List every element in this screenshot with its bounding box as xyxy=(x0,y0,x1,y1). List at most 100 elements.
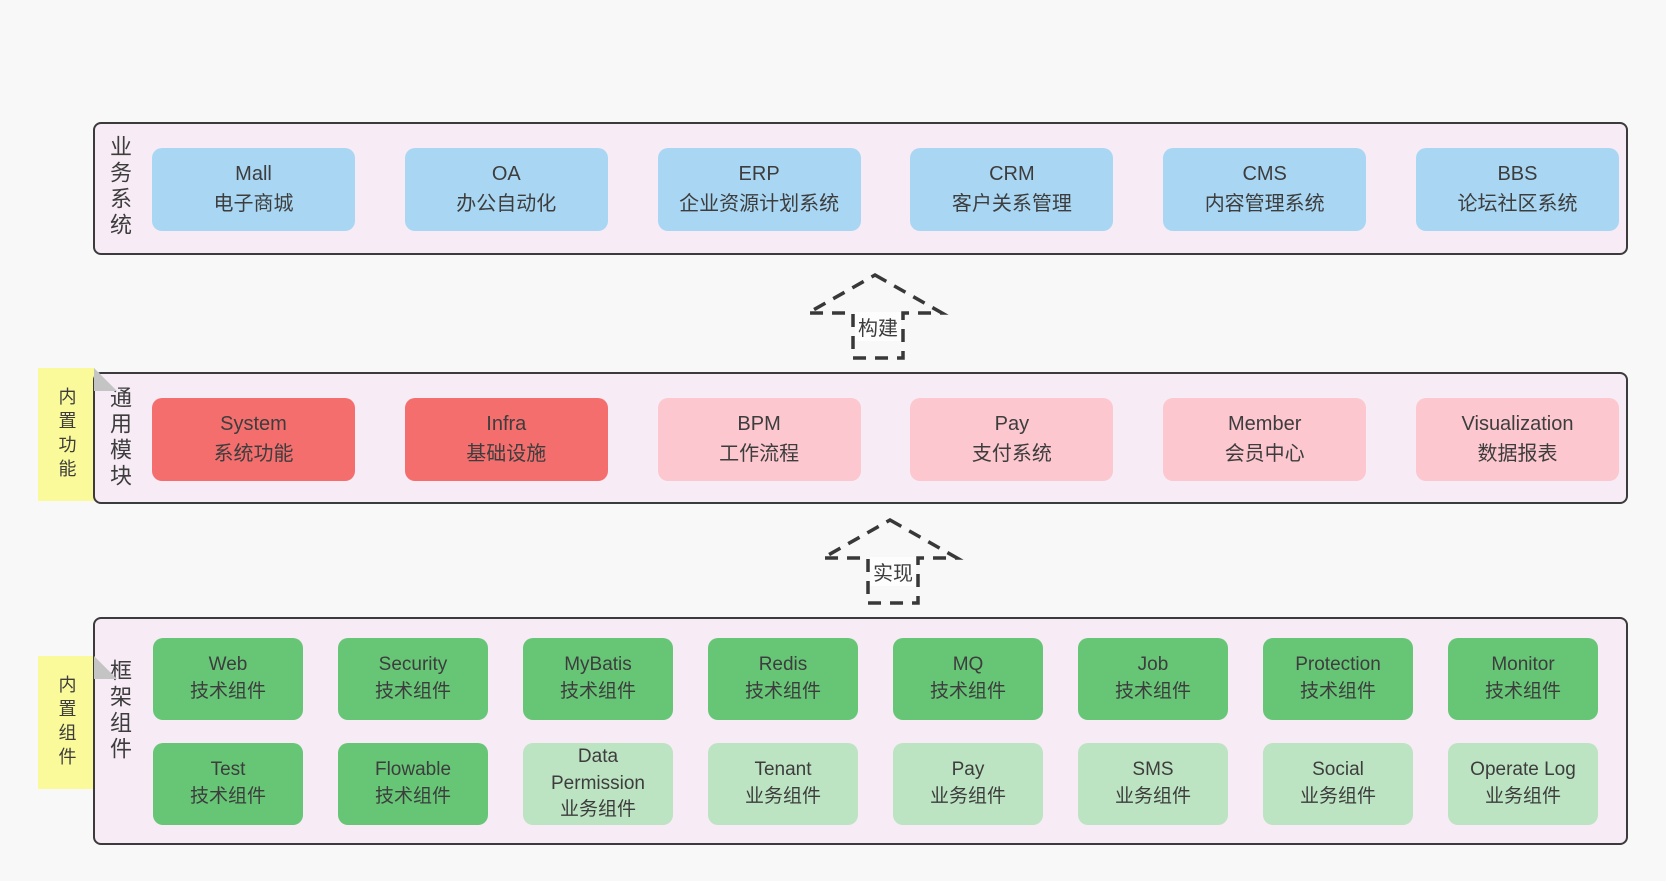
built-in-functions-sticky: 内置功能 xyxy=(38,368,95,501)
box-security: Security 技术组件 xyxy=(338,638,488,720)
box-redis-name: Redis xyxy=(758,654,808,676)
box-visualization-desc: 数据报表 xyxy=(1477,442,1558,465)
box-cms-desc: 内容管理系统 xyxy=(1204,192,1325,215)
box-monitor: Monitor 技术组件 xyxy=(1448,638,1598,720)
box-bbs: BBS 论坛社区系统 xyxy=(1415,148,1619,231)
box-erp-name: ERP xyxy=(738,162,780,185)
box-social-name: Social xyxy=(1312,759,1364,781)
business-systems-label: 业务系统 xyxy=(107,135,132,239)
box-web-name: Web xyxy=(208,654,248,676)
box-redis: Redis 技术组件 xyxy=(708,638,858,720)
box-mybatis: MyBatis 技术组件 xyxy=(523,638,673,720)
box-mybatis-desc: 技术组件 xyxy=(559,681,636,702)
box-flowable-desc: 技术组件 xyxy=(374,786,451,807)
box-mall: Mall 电子商城 xyxy=(152,148,355,231)
box-infra-desc: 基础设施 xyxy=(466,442,547,465)
box-bpm-desc: 工作流程 xyxy=(719,442,800,465)
box-oa-desc: 办公自动化 xyxy=(456,192,557,215)
box-cms: CMS 内容管理系统 xyxy=(1163,148,1367,231)
implement-arrow: 实现 xyxy=(815,513,965,608)
box-pay-module: Pay 支付系统 xyxy=(910,398,1114,481)
box-mall-name: Mall xyxy=(235,162,272,185)
framework-components-row-2: Test 技术组件 Flowable 技术组件 Data Permission … xyxy=(153,743,1598,825)
box-system-desc: 系统功能 xyxy=(213,442,294,465)
box-job-desc: 技术组件 xyxy=(1114,681,1191,702)
box-crm: CRM 客户关系管理 xyxy=(910,148,1114,231)
box-bbs-name: BBS xyxy=(1497,162,1538,185)
common-modules-panel: 通用模块 System 系统功能 Infra 基础设施 BPM 工作流程 Pay… xyxy=(93,372,1628,504)
box-mq-desc: 技术组件 xyxy=(929,681,1006,702)
box-pay-component-name: Pay xyxy=(951,759,985,781)
box-member: Member 会员中心 xyxy=(1163,398,1367,481)
box-security-desc: 技术组件 xyxy=(374,681,451,702)
box-operate-log-desc: 业务组件 xyxy=(1484,786,1561,807)
box-bbs-desc: 论坛社区系统 xyxy=(1457,192,1578,215)
box-member-name: Member xyxy=(1228,412,1302,435)
box-sms: SMS 业务组件 xyxy=(1078,743,1228,825)
box-crm-desc: 客户关系管理 xyxy=(951,192,1072,215)
box-member-desc: 会员中心 xyxy=(1224,442,1305,465)
box-web: Web 技术组件 xyxy=(153,638,303,720)
box-oa-name: OA xyxy=(491,162,521,185)
box-flowable: Flowable 技术组件 xyxy=(338,743,488,825)
box-pay-module-name: Pay xyxy=(994,412,1030,435)
implement-arrow-label: 实现 xyxy=(870,557,916,586)
box-test-desc: 技术组件 xyxy=(189,786,266,807)
built-in-components-sticky-label: 内置组件 xyxy=(56,674,77,771)
framework-components-row-1: Web 技术组件 Security 技术组件 MyBatis 技术组件 Redi… xyxy=(153,638,1598,720)
box-pay-component: Pay 业务组件 xyxy=(893,743,1043,825)
box-infra-name: Infra xyxy=(486,412,527,435)
box-monitor-desc: 技术组件 xyxy=(1484,681,1561,702)
built-in-components-sticky: 内置组件 xyxy=(38,656,95,789)
box-protection-name: Protection xyxy=(1295,654,1381,676)
box-erp-desc: 企业资源计划系统 xyxy=(679,192,840,215)
common-modules-label: 通用模块 xyxy=(107,386,132,490)
box-mall-desc: 电子商城 xyxy=(213,192,294,215)
box-operate-log-name: Operate Log xyxy=(1470,759,1576,781)
box-tenant-name: Tenant xyxy=(754,759,812,781)
box-job: Job 技术组件 xyxy=(1078,638,1228,720)
box-social-desc: 业务组件 xyxy=(1299,786,1376,807)
box-oa: OA 办公自动化 xyxy=(404,148,608,231)
business-systems-row: Mall 电子商城 OA 办公自动化 ERP 企业资源计划系统 CRM 客户关系… xyxy=(152,148,1619,231)
box-monitor-name: Monitor xyxy=(1491,654,1555,676)
box-pay-component-desc: 业务组件 xyxy=(929,786,1006,807)
box-sms-name: SMS xyxy=(1132,759,1174,781)
build-arrow: 构建 xyxy=(800,268,950,363)
box-protection: Protection 技术组件 xyxy=(1263,638,1413,720)
box-security-name: Security xyxy=(378,654,448,676)
built-in-functions-sticky-label: 内置功能 xyxy=(56,386,77,483)
box-bpm-name: BPM xyxy=(737,412,781,435)
box-flowable-name: Flowable xyxy=(374,759,452,781)
box-visualization-name: Visualization xyxy=(1461,412,1574,435)
box-bpm: BPM 工作流程 xyxy=(657,398,861,481)
box-pay-module-desc: 支付系统 xyxy=(971,442,1052,465)
business-systems-panel: 业务系统 Mall 电子商城 OA 办公自动化 ERP 企业资源计划系统 CRM… xyxy=(93,122,1628,255)
box-mq: MQ 技术组件 xyxy=(893,638,1043,720)
box-tenant-desc: 业务组件 xyxy=(744,786,821,807)
box-mq-name: MQ xyxy=(952,654,984,676)
box-cms-name: CMS xyxy=(1242,162,1287,185)
box-data-permission-name: Data Permission xyxy=(551,745,645,794)
box-social: Social 业务组件 xyxy=(1263,743,1413,825)
box-mybatis-name: MyBatis xyxy=(564,654,632,676)
common-modules-row: System 系统功能 Infra 基础设施 BPM 工作流程 Pay 支付系统… xyxy=(152,398,1619,481)
box-data-permission: Data Permission 业务组件 xyxy=(523,743,673,825)
build-arrow-label: 构建 xyxy=(855,312,901,341)
box-redis-desc: 技术组件 xyxy=(744,681,821,702)
box-operate-log: Operate Log 业务组件 xyxy=(1448,743,1598,825)
box-system-name: System xyxy=(220,412,287,435)
box-system: System 系统功能 xyxy=(152,398,355,481)
box-job-name: Job xyxy=(1137,654,1169,676)
box-infra: Infra 基础设施 xyxy=(404,398,608,481)
box-visualization: Visualization 数据报表 xyxy=(1415,398,1619,481)
box-protection-desc: 技术组件 xyxy=(1299,681,1376,702)
box-crm-name: CRM xyxy=(989,162,1035,185)
box-sms-desc: 业务组件 xyxy=(1114,786,1191,807)
box-test-name: Test xyxy=(210,759,246,781)
box-erp: ERP 企业资源计划系统 xyxy=(657,148,861,231)
box-tenant: Tenant 业务组件 xyxy=(708,743,858,825)
box-data-permission-desc: 业务组件 xyxy=(559,799,636,821)
framework-components-panel: 框架组件 Web 技术组件 Security 技术组件 MyBatis 技术组件… xyxy=(93,617,1628,845)
